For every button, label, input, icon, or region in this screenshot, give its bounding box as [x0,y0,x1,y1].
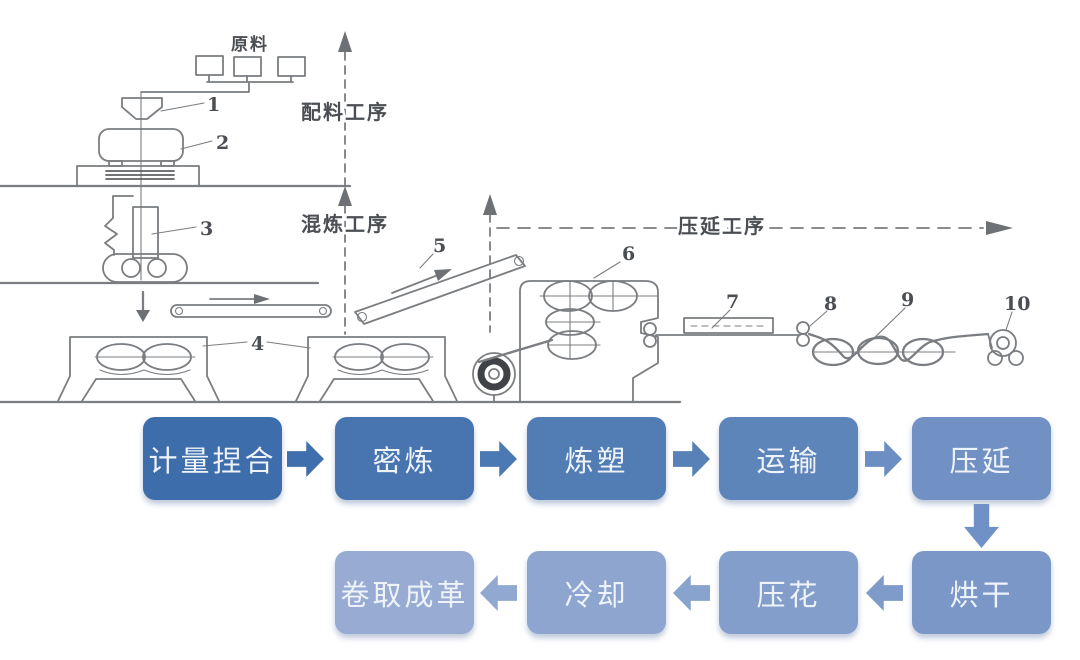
kneading-process-label: 混炼工序 [301,212,389,236]
flow-step-label: 计量捏合 [148,445,277,478]
feed-down-arrow-icon [136,290,150,322]
two-roll-mill-left [57,336,220,402]
flow-step-drying: 烘干 [912,551,1051,634]
batching-process-label: 配料工序 [301,100,389,124]
windup-roll: 10 [987,293,1030,366]
part-number-2: 2 [216,132,229,154]
inclined-conveyor: 5 [354,235,526,325]
flow-step-transport: 运输 [719,417,858,500]
cooling-plate: 7 [683,291,774,334]
part-number-5: 5 [433,235,446,257]
raw-material-hoppers: 原料 [140,34,306,93]
arrow-right-icon [865,441,902,477]
calendering-process-label: 压延工序 [678,214,766,238]
arrow-right-icon [673,441,710,477]
part-number-6: 6 [622,243,635,265]
guide-pulley [472,338,554,403]
vertical-kneader: 3 [102,195,213,283]
part-number-3: 3 [200,218,213,240]
flow-step-plasticating: 炼塑 [527,417,666,500]
arrow-right-icon [480,441,517,477]
flow-step-label: 炼塑 [564,445,629,478]
flow-step-cooling: 冷却 [527,551,666,634]
arrow-left-icon [480,575,517,611]
horizontal-conveyor [170,294,332,318]
part-4-callout: 4 [202,333,311,355]
part-number-9: 9 [901,289,914,311]
arrow-left-icon [866,575,903,611]
batching-stage-divider: 配料工序 混炼工序 [299,31,390,335]
guide-roller: 8 [796,293,837,347]
flow-step-calendering: 压延 [912,417,1051,500]
part-number-7: 7 [726,291,739,313]
flow-step-metering-kneading: 计量捏合 [143,417,282,500]
flow-step-label: 冷却 [564,579,629,612]
takeoff-web-line [643,322,800,348]
flow-step-label: 密炼 [372,445,437,478]
flow-step-internal-mixing: 密炼 [335,417,474,500]
mixer: 2 [76,128,229,187]
arrow-right-icon [287,441,324,477]
flow-step-label: 运输 [756,445,821,478]
feed-funnel: 1 [121,94,220,120]
flow-step-embossing: 压花 [719,551,858,634]
two-roll-mill-right [295,336,458,402]
machinery-line-drawing: 原料 1 2 3 [0,31,1030,404]
part-number-4: 4 [251,333,264,355]
flow-step-label: 压花 [756,579,821,612]
raw-material-label: 原料 [231,34,269,54]
part-number-1: 1 [207,94,220,116]
flow-step-label: 烘干 [949,579,1014,612]
part-number-10: 10 [1004,293,1030,315]
flow-step-label: 压延 [949,445,1014,478]
arrow-left-icon [673,575,710,611]
arrow-down-icon [964,504,999,548]
cooling-rolls: 9 [807,289,990,367]
flow-step-winding-into-leather: 卷取成革 [335,551,474,634]
four-roll-calender: 6 [519,243,659,402]
part-number-8: 8 [824,293,837,315]
flow-step-label: 卷取成革 [340,579,469,612]
calendering-stage-divider: 压延工序 [483,194,1013,333]
